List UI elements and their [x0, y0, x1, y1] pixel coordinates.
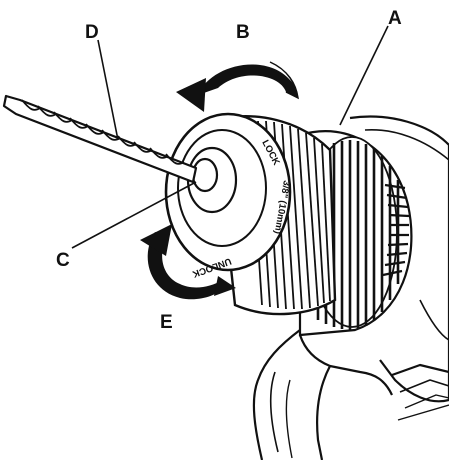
chuck-nose — [164, 112, 292, 272]
callouts: A B C D E — [56, 8, 402, 333]
callout-e: E — [160, 312, 173, 333]
callout-b: B — [236, 22, 250, 43]
leader-line-c — [71, 181, 197, 249]
rotation-arrow-e-icon — [140, 224, 236, 300]
leader-lines — [71, 25, 389, 249]
rotation-arrow-b-icon — [176, 61, 299, 112]
callout-a: A — [388, 8, 402, 29]
leader-line-a — [339, 25, 389, 126]
drill-bit — [2, 94, 198, 184]
leader-line-d — [97, 39, 119, 141]
callout-c: C — [56, 250, 70, 271]
callout-d: D — [85, 22, 99, 43]
collar-grip-marks — [382, 183, 410, 277]
